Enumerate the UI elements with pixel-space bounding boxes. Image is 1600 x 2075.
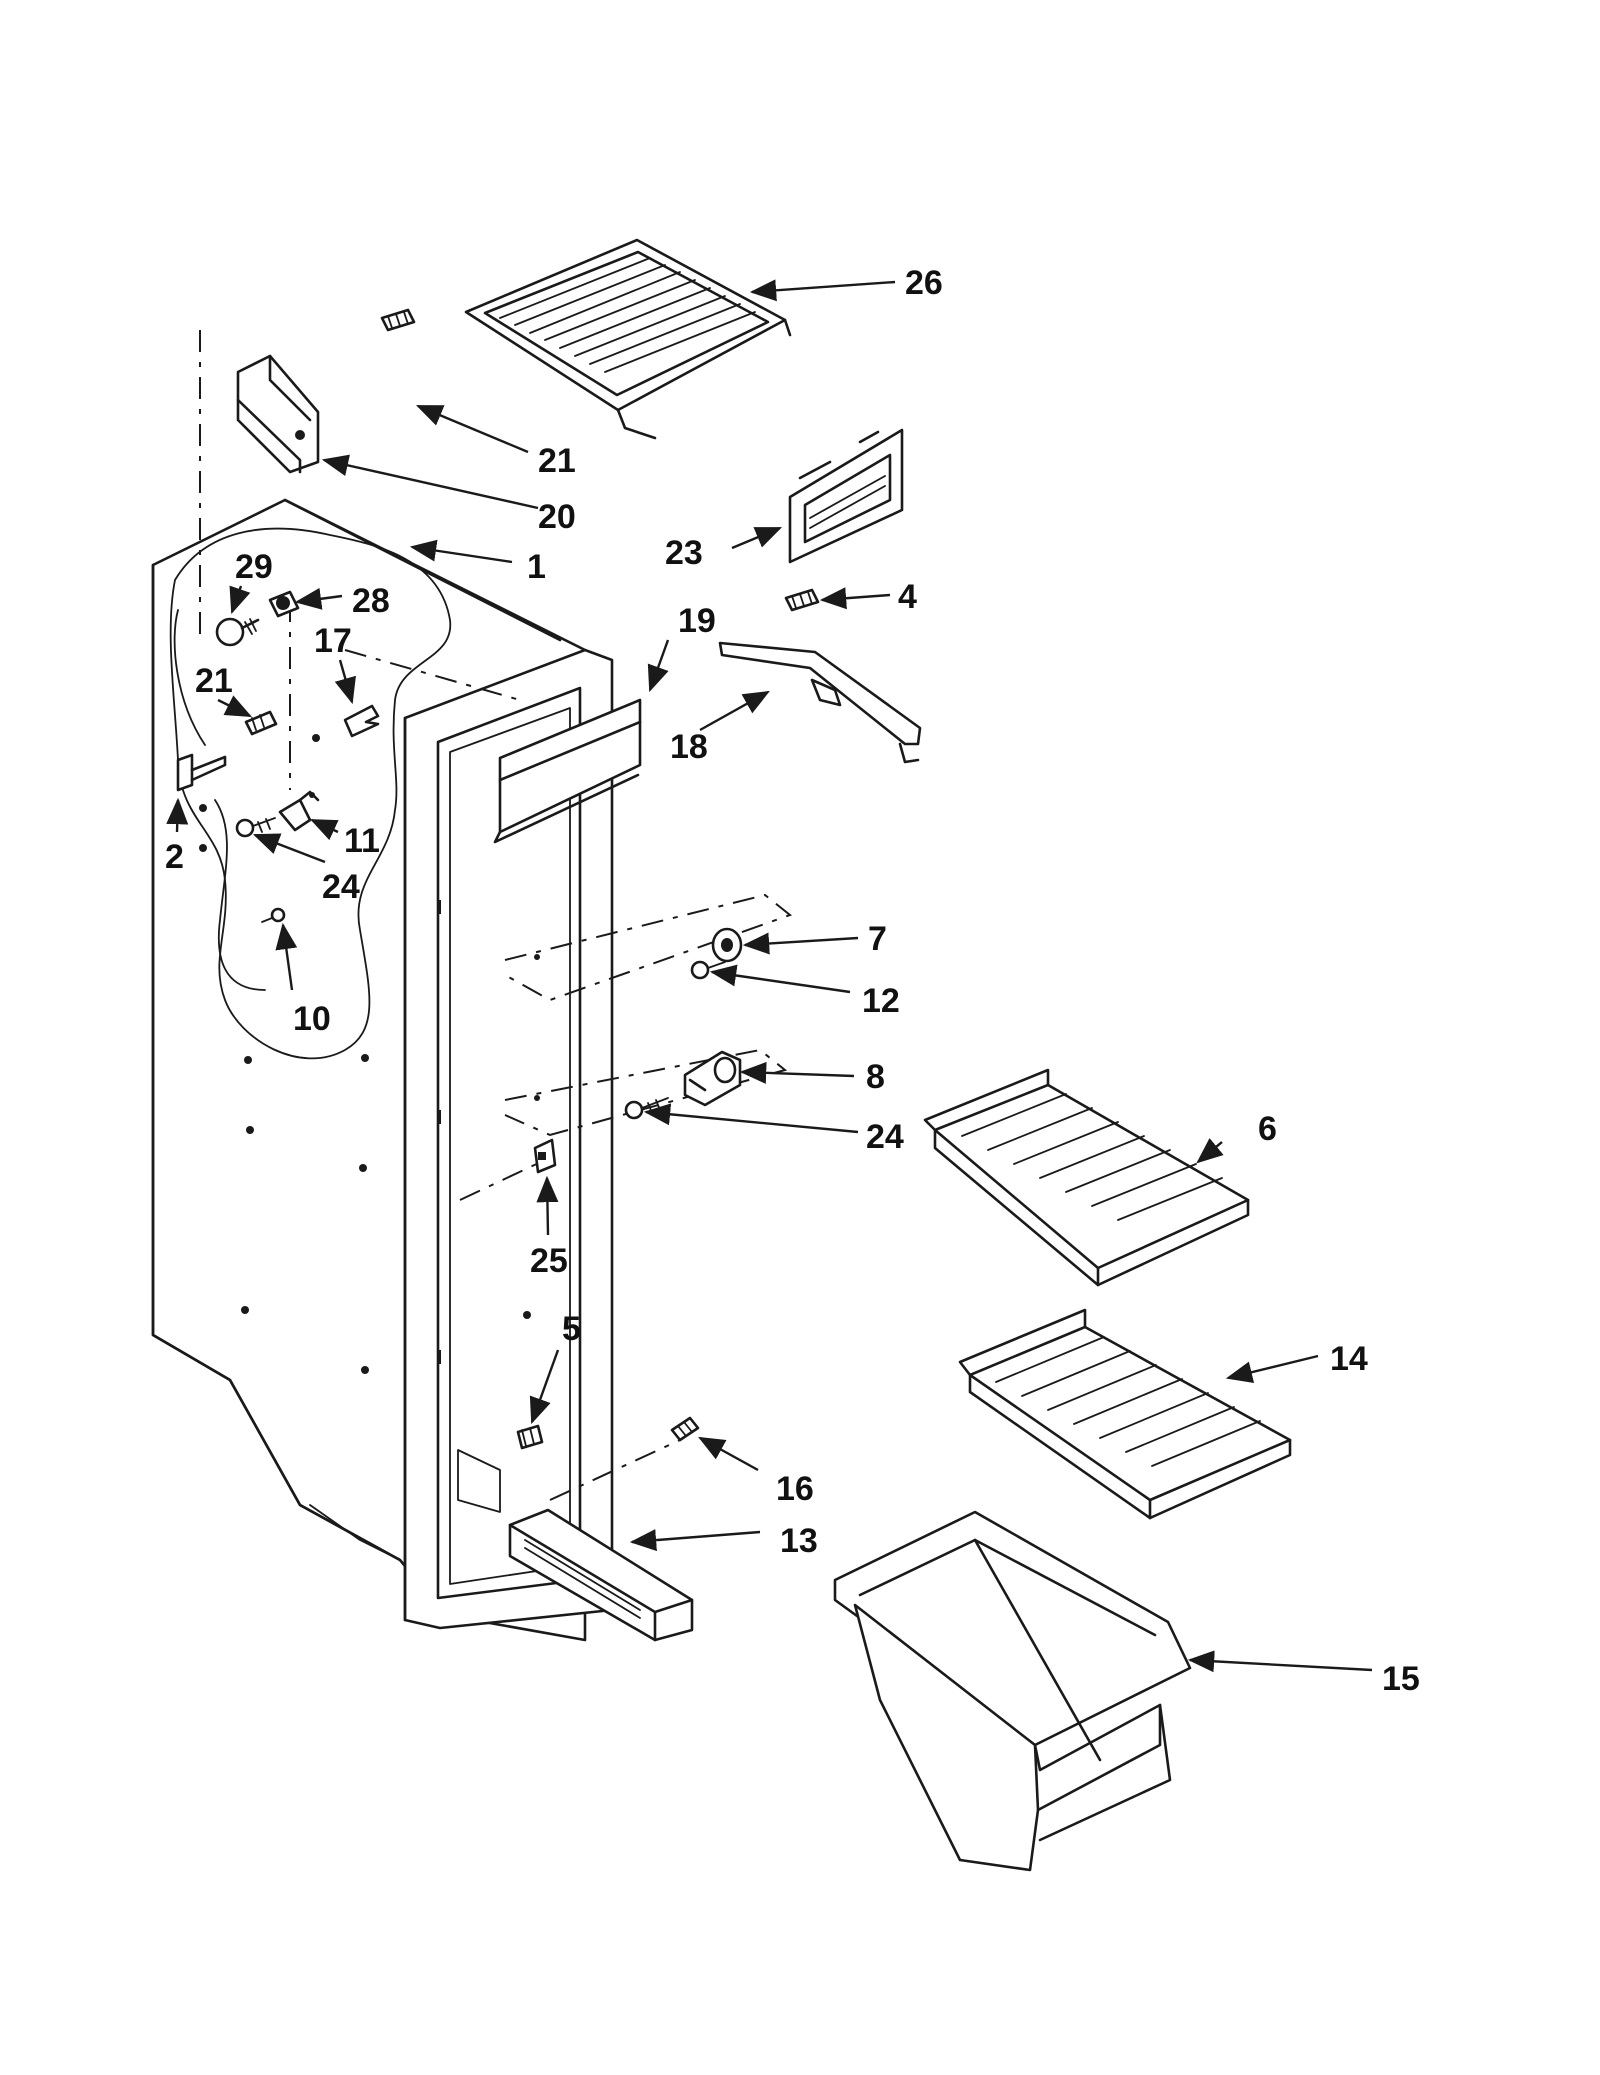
callout-20: 20 [538, 498, 576, 536]
callout-19: 19 [678, 602, 716, 640]
callout-labels: 26 21 20 1 23 29 28 4 19 17 21 18 11 2 2… [165, 264, 1420, 1698]
screw-12 [690, 960, 726, 980]
callout-15: 15 [1382, 1660, 1420, 1698]
callout-14: 14 [1330, 1340, 1368, 1378]
callout-25: 25 [530, 1242, 568, 1280]
light-bulb-part [215, 617, 260, 647]
roller-7-part [711, 927, 743, 963]
light-switch-part [533, 1138, 557, 1174]
screw-4 [784, 588, 820, 612]
callout-12: 12 [862, 982, 900, 1020]
wire-clip-part [343, 704, 380, 738]
storage-bin-part [833, 1510, 1192, 1872]
air-deflector-part [493, 698, 642, 844]
wire-shelf-6-part [923, 1068, 1250, 1287]
callout-1: 1 [527, 548, 546, 586]
callout-23: 23 [665, 534, 703, 572]
plug-10-part [261, 907, 286, 923]
freezer-liner-part [151, 498, 614, 1642]
assembly-guide-lines [199, 330, 793, 1501]
callout-11: 11 [344, 822, 380, 860]
screw-16 [670, 1416, 700, 1442]
light-shield-bracket-part [236, 354, 320, 474]
callout-24-left: 24 [322, 868, 360, 906]
screw-24-left [235, 817, 276, 838]
light-cover-part [788, 428, 904, 564]
callout-5: 5 [562, 1310, 581, 1348]
screw-21-middle [244, 710, 278, 736]
screw-5 [516, 1424, 544, 1450]
sensor-bracket-part [176, 753, 227, 792]
callout-24-right: 24 [866, 1118, 904, 1156]
shelf-support-rail-part [718, 641, 922, 764]
thermostat-part [278, 790, 320, 832]
callout-29: 29 [235, 548, 273, 586]
bottom-grille-part [508, 1508, 694, 1642]
screw-21-top [380, 308, 416, 332]
callout-6: 6 [1258, 1110, 1277, 1148]
callout-8: 8 [866, 1058, 885, 1096]
cam-8-part [683, 1050, 742, 1107]
callout-18: 18 [670, 728, 708, 766]
wire-shelf-14-part [958, 1308, 1292, 1520]
callout-10: 10 [293, 1000, 331, 1038]
callout-7: 7 [868, 920, 887, 958]
callout-17: 17 [314, 622, 352, 660]
callout-26: 26 [905, 264, 943, 302]
callout-4: 4 [898, 578, 917, 616]
callout-28: 28 [352, 582, 390, 620]
callout-leaders [166, 279, 1373, 1673]
callout-13: 13 [780, 1522, 818, 1560]
callout-2: 2 [165, 838, 184, 876]
top-wire-shelf-part [464, 238, 792, 440]
callout-21-top: 21 [538, 442, 576, 480]
callout-21-middle: 21 [195, 662, 233, 700]
callout-16: 16 [776, 1470, 814, 1508]
